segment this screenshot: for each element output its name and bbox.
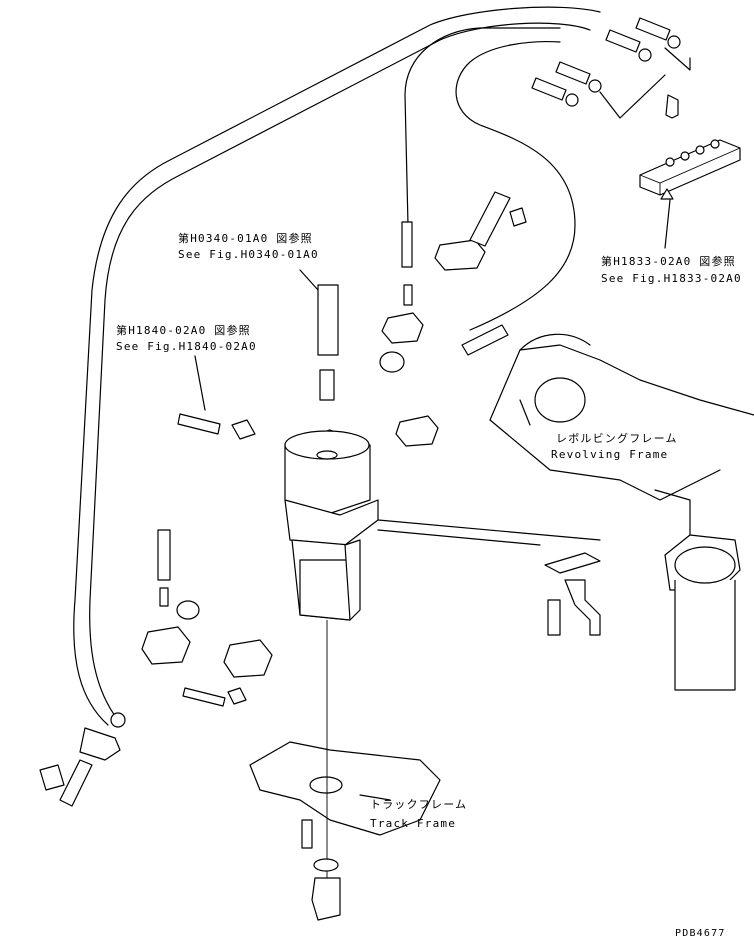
bottom-fitting — [311, 877, 341, 921]
hose-mid-loop — [404, 27, 561, 226]
ref-h1840-ja: 第H1840-02A0 図参照 — [116, 324, 251, 337]
track-frame-ja: トラックフレーム — [370, 798, 468, 811]
revolving-frame-en: Revolving Frame — [551, 448, 669, 461]
hose-outer-loop — [73, 6, 601, 726]
ref-h1833-ja: 第H1833-02A0 図参照 — [601, 255, 736, 268]
valve-block-top-right — [639, 94, 741, 249]
swivel-joint — [284, 429, 601, 621]
ref-leader-revolving — [519, 399, 531, 426]
ref-h0340-en: See Fig.H0340-01A0 — [178, 248, 319, 261]
ref-h0340-ja: 第H0340-01A0 図参照 — [178, 232, 313, 245]
top-fittings — [531, 17, 691, 119]
revolving-frame — [489, 333, 754, 691]
ref-h1840-en: See Fig.H1840-02A0 — [116, 340, 257, 353]
center-pipes — [177, 191, 527, 447]
ref-leader-h0340 — [299, 269, 319, 291]
track-frame-outline — [249, 741, 441, 836]
ref-leader-track — [359, 794, 391, 801]
pin-assembly — [544, 552, 601, 636]
track-frame-en: Track Frame — [370, 817, 457, 830]
left-fittings — [39, 529, 273, 807]
revolving-frame-ja: レボルビングフレーム — [556, 432, 678, 445]
ref-leader-h1840 — [194, 355, 206, 411]
ref-h1833-en: See Fig.H1833-02A0 — [601, 272, 742, 285]
hose-inner-loop — [89, 22, 591, 721]
hose-right-loop — [455, 41, 576, 331]
drawing-number: PDB4677 — [675, 928, 726, 939]
